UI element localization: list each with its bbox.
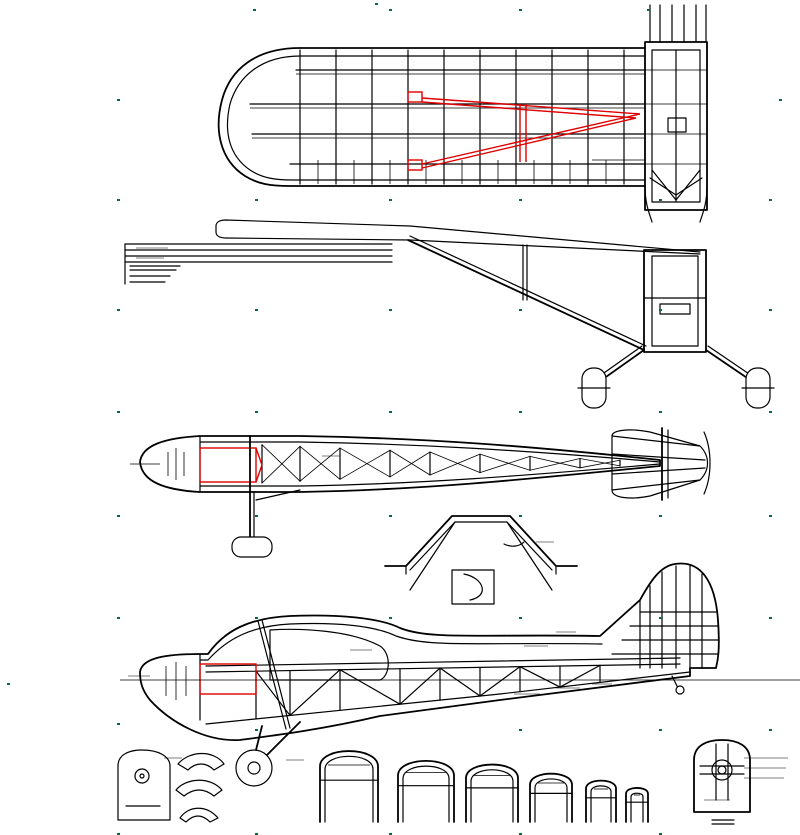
registration-mark [7,683,10,685]
registration-mark [255,199,258,201]
registration-mark [519,309,522,311]
bulkhead-formers [319,750,649,823]
registration-mark [659,833,662,835]
registration-mark [659,199,662,201]
registration-mark [117,515,120,517]
registration-mark [117,617,120,619]
registration-mark [659,515,662,517]
side-truss-diagonal [519,666,561,688]
registration-mark [255,515,258,517]
side-truss-diagonal [479,666,521,697]
registration-markers [7,3,782,835]
registration-mark [659,411,662,413]
registration-mark [519,411,522,413]
registration-mark [519,515,522,517]
registration-mark [519,9,522,11]
registration-mark [519,833,522,835]
former [585,779,617,823]
side-truss-diagonal [339,669,401,705]
top-truss-diagonal [479,453,531,471]
registration-mark [389,199,392,201]
main-wheel-side [235,749,273,787]
registration-mark [769,617,772,619]
annotation-marks [128,455,612,761]
registration-mark [647,9,650,11]
registration-mark [255,309,258,311]
fuselage-top-view [130,427,711,558]
registration-mark [117,411,120,413]
former [319,750,379,823]
registration-mark [519,199,522,201]
wing-strut-fittings [407,91,641,171]
cowl-sections [384,515,578,605]
top-truss-diagonal [529,455,581,469]
wheel-top-view [231,536,273,558]
registration-mark [255,411,258,413]
former [465,763,519,823]
registration-mark [117,199,120,201]
registration-mark [255,833,258,835]
former [529,772,573,823]
registration-mark [769,729,772,731]
top-truss-diagonal [579,459,621,469]
registration-mark [255,729,258,731]
registration-mark [779,99,782,101]
fuselage-top-truss [261,444,621,484]
registration-mark [519,729,522,731]
side-truss-diagonal [559,664,601,688]
top-truss-diagonal [339,449,391,480]
wing-front-view [124,219,775,409]
top-truss-diagonal [261,444,301,482]
registration-mark [389,833,392,835]
top-truss-diagonal [429,453,481,476]
side-truss-diagonal [439,667,481,697]
registration-mark [389,309,392,311]
registration-mark [255,617,258,619]
side-truss-diagonal [289,669,341,717]
side-truss-diagonal [399,667,441,705]
top-truss-diagonal [529,458,581,471]
former [625,787,649,823]
fuselage-side-truss [255,664,601,720]
firewall-detail [693,739,788,825]
wing-top-view [217,4,708,223]
registration-mark [117,99,120,101]
top-truss-diagonal [579,458,621,467]
top-truss-diagonal [261,446,301,484]
registration-mark [389,617,392,619]
top-truss-diagonal [299,447,341,482]
top-truss-diagonal [389,451,431,478]
registration-mark [769,309,772,311]
wing-center-section [644,4,708,223]
registration-mark [769,515,772,517]
registration-mark [659,729,662,731]
registration-mark [769,199,772,201]
tail-wheel [675,685,685,695]
former [397,760,455,823]
top-truss-diagonal [389,449,431,476]
registration-mark [117,309,120,311]
registration-mark [389,411,392,413]
registration-mark [659,309,662,311]
registration-mark [659,617,662,619]
top-truss-diagonal [299,446,341,480]
top-truss-diagonal [339,447,391,478]
registration-mark [519,617,522,619]
registration-mark [117,723,120,725]
top-truss-diagonal [479,455,531,473]
strut-stock [124,243,393,285]
registration-mark [117,833,120,835]
registration-mark [389,9,392,11]
nose-formers [117,749,225,823]
registration-mark [389,515,392,517]
registration-mark [769,411,772,413]
top-truss-diagonal [429,451,481,473]
fuselage-side-view [120,562,800,787]
registration-mark [375,3,378,5]
registration-mark [253,9,256,11]
